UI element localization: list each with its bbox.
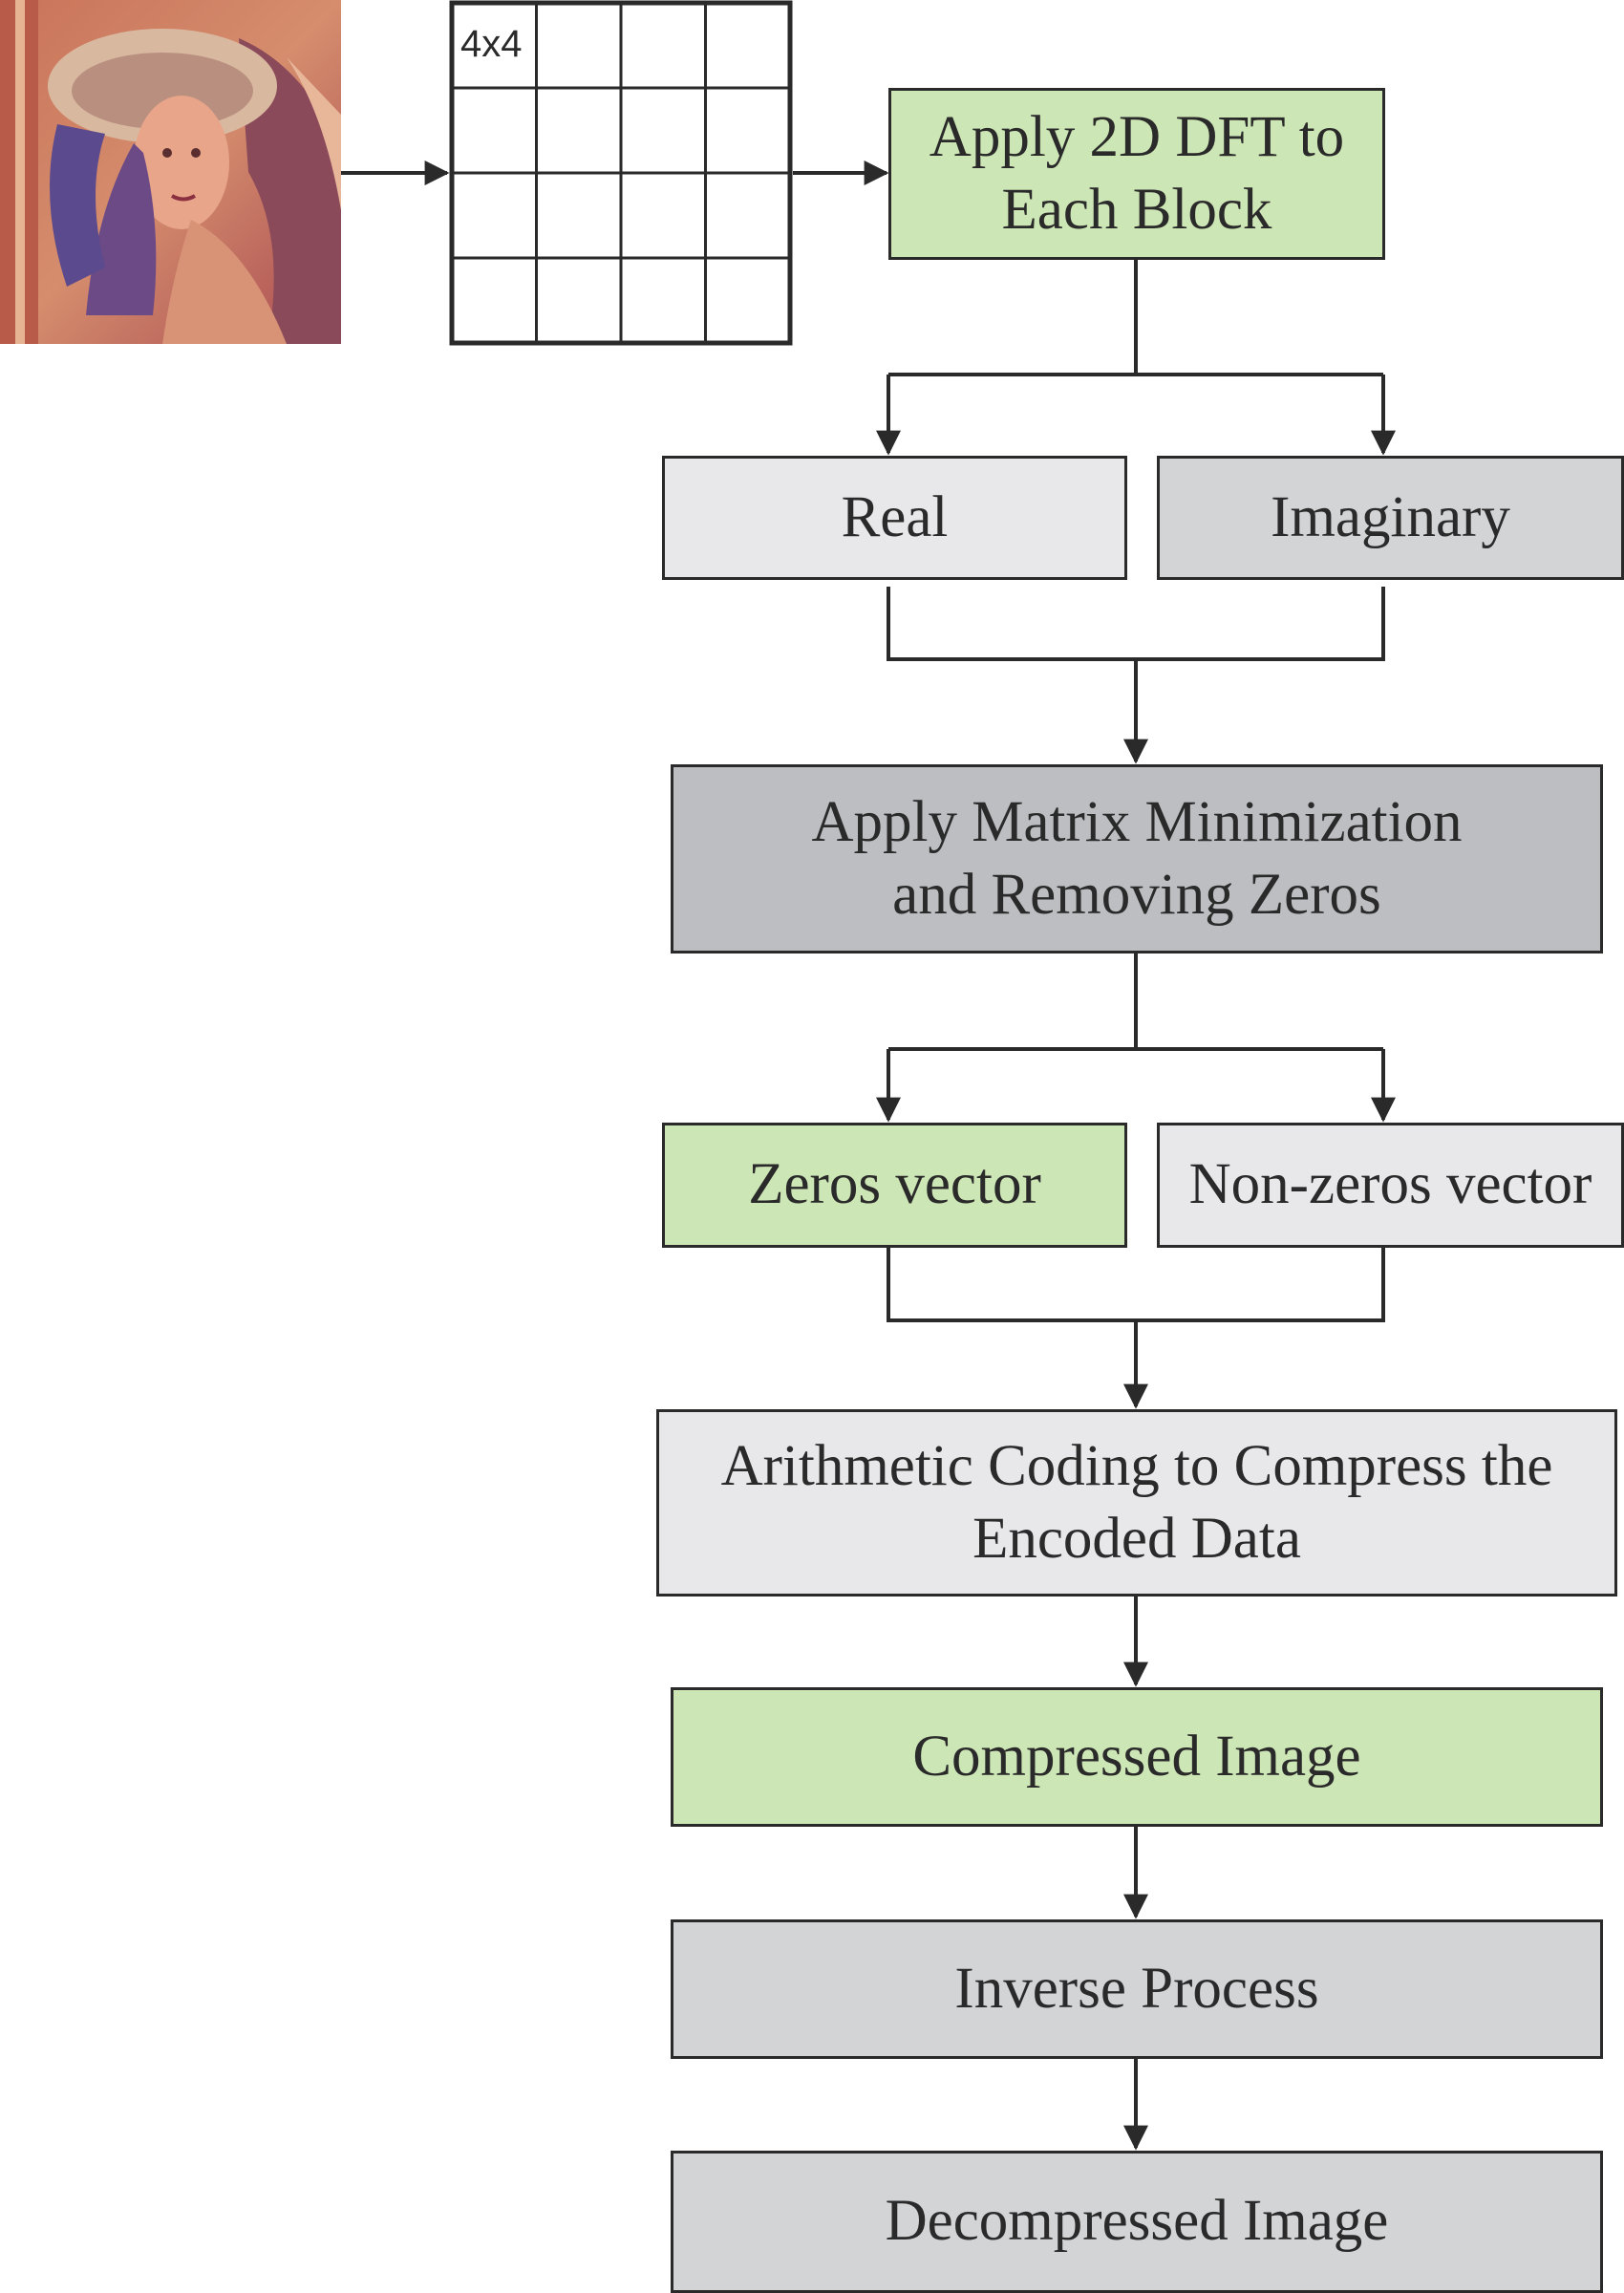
step-decompressed-image-label: Decompressed Image: [885, 2189, 1389, 2254]
step-matrix-minimization: Apply Matrix Minimization and Removing Z…: [671, 764, 1603, 954]
step-nonzeros-vector: Non-zeros vector: [1157, 1123, 1624, 1248]
step-nonzeros-vector-label: Non-zeros vector: [1188, 1152, 1592, 1217]
input-image: [0, 0, 341, 344]
step-apply-dft-label: Apply 2D DFT to Each Block: [929, 104, 1345, 242]
step-inverse-process-label: Inverse Process: [954, 1956, 1319, 2021]
step-apply-dft: Apply 2D DFT to Each Block: [888, 88, 1385, 260]
step-zeros-vector: Zeros vector: [662, 1123, 1127, 1248]
block-grid: [449, 0, 793, 346]
step-decompressed-image: Decompressed Image: [671, 2151, 1603, 2293]
step-arithmetic-coding-label: Arithmetic Coding to Compress the Encode…: [720, 1433, 1553, 1571]
step-compressed-image-label: Compressed Image: [912, 1724, 1361, 1789]
grid-size-label: 4x4: [460, 23, 523, 65]
step-compressed-image: Compressed Image: [671, 1687, 1603, 1827]
step-imaginary-label: Imaginary: [1271, 484, 1510, 549]
step-inverse-process: Inverse Process: [671, 1919, 1603, 2059]
step-real: Real: [662, 456, 1127, 580]
step-real-label: Real: [841, 484, 949, 549]
connector-merge-2: [887, 1248, 1385, 1322]
step-arithmetic-coding: Arithmetic Coding to Compress the Encode…: [656, 1409, 1617, 1597]
step-matrix-minimization-label: Apply Matrix Minimization and Removing Z…: [811, 789, 1463, 927]
connector-merge-1: [887, 587, 1385, 661]
step-imaginary: Imaginary: [1157, 456, 1624, 580]
step-zeros-vector-label: Zeros vector: [748, 1152, 1041, 1217]
